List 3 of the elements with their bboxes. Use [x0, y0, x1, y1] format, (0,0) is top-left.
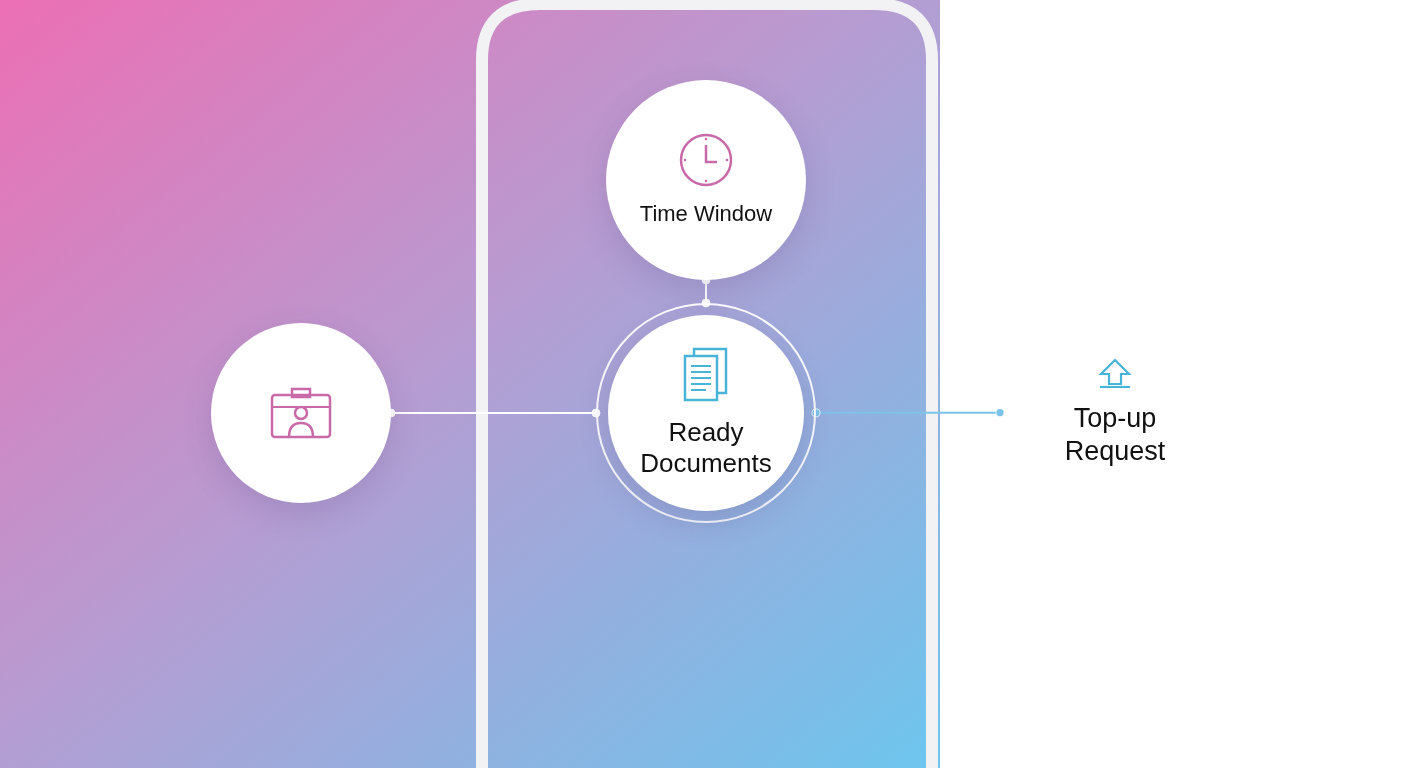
node-label: Ready Documents: [639, 416, 773, 480]
node-label: Top-up Request: [1063, 402, 1167, 467]
node-label: Time Window: [639, 200, 773, 228]
